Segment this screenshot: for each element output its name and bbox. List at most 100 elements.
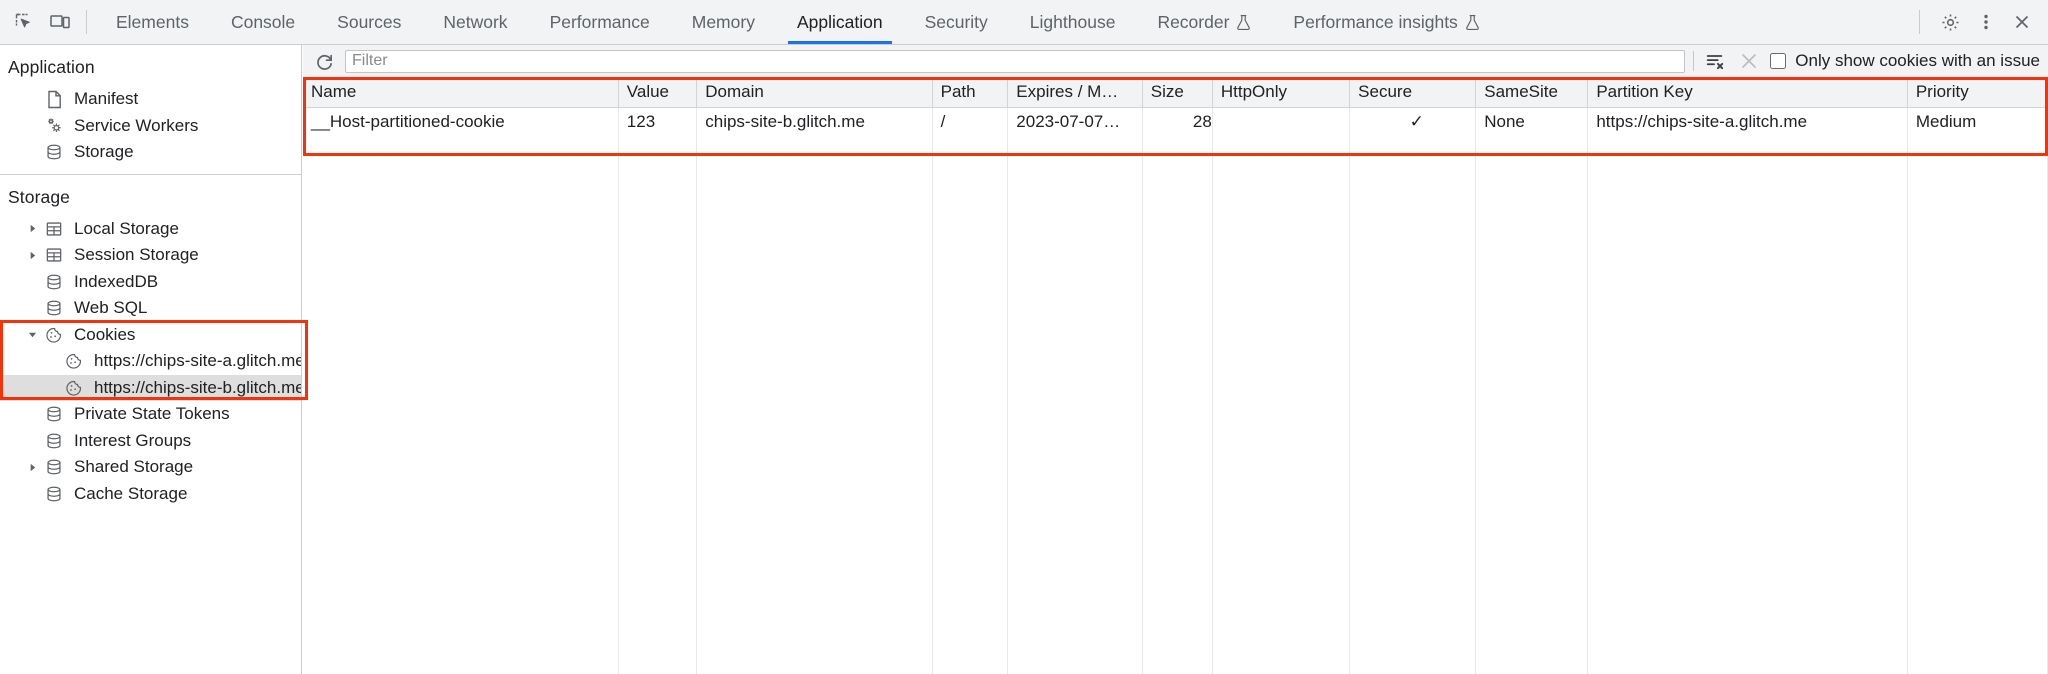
inspect-element-icon[interactable] bbox=[6, 4, 42, 40]
device-toolbar-icon[interactable] bbox=[42, 4, 78, 40]
table-empty-row bbox=[303, 223, 2048, 252]
tab-elements[interactable]: Elements bbox=[95, 0, 210, 44]
cookie-icon bbox=[62, 379, 86, 397]
sidebar-item-label: Private State Tokens bbox=[74, 404, 230, 424]
column-header-priority[interactable]: Priority bbox=[1907, 78, 2048, 108]
gears-icon bbox=[42, 116, 66, 135]
sidebar-item-label: Manifest bbox=[74, 89, 139, 109]
cell-path[interactable]: / bbox=[932, 107, 1009, 136]
tab-lighthouse[interactable]: Lighthouse bbox=[1009, 0, 1137, 44]
checkbox-box[interactable] bbox=[1770, 53, 1787, 69]
column-header-expires-m[interactable]: Expires / M… bbox=[1007, 78, 1143, 108]
table-empty-row bbox=[303, 310, 2048, 339]
column-header-domain[interactable]: Domain bbox=[696, 78, 933, 108]
sidebar-item-label: Interest Groups bbox=[74, 430, 192, 450]
tab-performance-insights[interactable]: Performance insights bbox=[1272, 0, 1500, 44]
sidebar-item-label: https://chips-site-a.glitch.me bbox=[94, 351, 302, 371]
sidebar-item-web-sql[interactable]: Web SQL bbox=[0, 295, 301, 322]
cell-secure[interactable]: ✓ bbox=[1349, 107, 1477, 136]
sidebar-item-cookies[interactable]: Cookies bbox=[0, 322, 301, 349]
cell-samesite[interactable]: None bbox=[1475, 107, 1589, 136]
sidebar-item-shared-storage[interactable]: Shared Storage bbox=[0, 454, 301, 481]
table-empty-row bbox=[303, 165, 2048, 194]
table-empty-row bbox=[303, 513, 2048, 542]
filter-input[interactable] bbox=[345, 49, 1686, 73]
table-empty-row bbox=[303, 136, 2048, 165]
column-header-path[interactable]: Path bbox=[932, 78, 1009, 108]
close-icon[interactable] bbox=[2004, 4, 2040, 40]
tab-bar-right-controls bbox=[1913, 0, 2048, 44]
sidebar-divider bbox=[0, 173, 301, 175]
sidebar-item-indexeddb[interactable]: IndexedDB bbox=[0, 269, 301, 296]
sidebar-item-interest-groups[interactable]: Interest Groups bbox=[0, 428, 301, 455]
tab-label: Console bbox=[230, 11, 296, 32]
tab-memory[interactable]: Memory bbox=[671, 0, 776, 44]
tab-label: Elements bbox=[116, 11, 189, 32]
column-header-secure[interactable]: Secure bbox=[1349, 78, 1477, 108]
tab-network[interactable]: Network bbox=[422, 0, 528, 44]
tab-security[interactable]: Security bbox=[904, 0, 1009, 44]
sidebar-item-storage[interactable]: Storage bbox=[0, 139, 301, 166]
tab-label: Network bbox=[443, 11, 508, 32]
experiment-flask-icon bbox=[1465, 14, 1480, 31]
column-header-size[interactable]: Size bbox=[1142, 78, 1213, 108]
cookie-icon bbox=[42, 326, 66, 344]
only-show-issues-label: Only show cookies with an issue bbox=[1795, 51, 2040, 70]
chevron-right-icon[interactable] bbox=[22, 224, 42, 233]
sidebar-application-items: Manifest Service Workers Storage bbox=[0, 86, 301, 166]
tab-bar-divider-right bbox=[1919, 10, 1920, 34]
sidebar-item-private-state-tokens[interactable]: Private State Tokens bbox=[0, 401, 301, 428]
sidebar-section-title-application: Application bbox=[8, 57, 95, 77]
table-empty-row bbox=[303, 194, 2048, 223]
tab-sources[interactable]: Sources bbox=[316, 0, 422, 44]
table-empty-row bbox=[303, 571, 2048, 600]
only-show-issues-checkbox[interactable]: Only show cookies with an issue bbox=[1770, 51, 2040, 71]
tab-label: Application bbox=[796, 11, 883, 32]
sidebar-item-session-storage[interactable]: Session Storage bbox=[0, 242, 301, 269]
sidebar-item-label: Storage bbox=[74, 142, 134, 162]
sidebar-item-label: IndexedDB bbox=[74, 271, 159, 291]
table-empty-row bbox=[303, 368, 2048, 397]
column-header-httponly[interactable]: HttpOnly bbox=[1212, 78, 1351, 108]
sidebar-item-label: Local Storage bbox=[74, 218, 179, 238]
column-header-samesite[interactable]: SameSite bbox=[1475, 78, 1589, 108]
column-header-name[interactable]: Name bbox=[303, 78, 619, 108]
kebab-menu-icon[interactable] bbox=[1968, 4, 2004, 40]
table-empty-row bbox=[303, 542, 2048, 571]
chevron-right-icon[interactable] bbox=[22, 463, 42, 472]
clear-filtered-cookies-icon[interactable] bbox=[1702, 48, 1728, 74]
refresh-icon[interactable] bbox=[311, 48, 337, 74]
clear-all-cookies-icon[interactable] bbox=[1736, 48, 1762, 74]
cell-name[interactable]: __Host-partitioned-cookie bbox=[303, 107, 619, 136]
sidebar-item-local-storage[interactable]: Local Storage bbox=[0, 216, 301, 243]
tab-application[interactable]: Application bbox=[776, 0, 904, 44]
column-header-partition-key[interactable]: Partition Key bbox=[1587, 78, 1908, 108]
sidebar-item-cache-storage[interactable]: Cache Storage bbox=[0, 481, 301, 508]
gear-icon[interactable] bbox=[1932, 4, 1968, 40]
table-empty-row bbox=[303, 426, 2048, 455]
cell-httponly[interactable] bbox=[1212, 107, 1351, 136]
cell-size[interactable]: 28 bbox=[1142, 107, 1213, 136]
cookies-panel: Only show cookies with an issue NameValu… bbox=[303, 45, 2048, 674]
database-icon bbox=[42, 273, 66, 291]
cell-domain[interactable]: chips-site-b.glitch.me bbox=[696, 107, 933, 136]
sidebar-item-label: https://chips-site-b.glitch.me bbox=[94, 377, 302, 397]
tab-console[interactable]: Console bbox=[210, 0, 316, 44]
tab-label: Performance bbox=[549, 11, 650, 32]
sidebar-item-manifest[interactable]: Manifest bbox=[0, 86, 301, 113]
column-header-value[interactable]: Value bbox=[618, 78, 698, 108]
chevron-down-icon[interactable] bbox=[22, 330, 42, 339]
sidebar-item-https-chips-site-b-glitch-me[interactable]: https://chips-site-b.glitch.me bbox=[0, 374, 302, 401]
chevron-right-icon[interactable] bbox=[22, 251, 42, 260]
cell-partition-key[interactable]: https://chips-site-a.glitch.me bbox=[1587, 107, 1908, 136]
cell-value[interactable]: 123 bbox=[618, 107, 698, 136]
sidebar-item-service-workers[interactable]: Service Workers bbox=[0, 113, 301, 140]
tab-performance[interactable]: Performance bbox=[529, 0, 671, 44]
tab-recorder[interactable]: Recorder bbox=[1136, 0, 1272, 44]
sidebar-item-https-chips-site-a-glitch-me[interactable]: https://chips-site-a.glitch.me bbox=[0, 348, 301, 375]
cell-expires-m[interactable]: 2023-07-07… bbox=[1007, 107, 1143, 136]
cell-priority[interactable]: Medium bbox=[1907, 107, 2048, 136]
